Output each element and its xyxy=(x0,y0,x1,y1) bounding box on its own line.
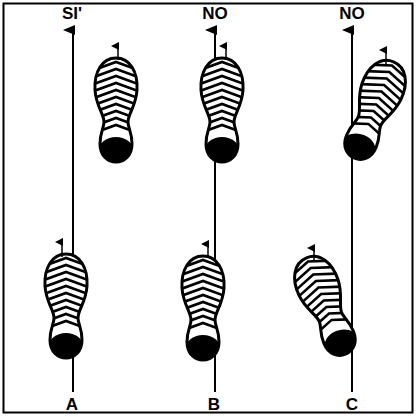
footprint xyxy=(200,58,244,163)
footprint xyxy=(334,54,414,168)
footprint xyxy=(286,250,366,364)
case-letter: B xyxy=(208,396,220,413)
case-letter: C xyxy=(346,396,358,413)
footprint xyxy=(94,58,138,163)
verdict-label: NO xyxy=(339,5,365,22)
verdict-label: NO xyxy=(202,5,228,22)
footprint xyxy=(181,256,225,361)
frame xyxy=(4,4,413,413)
case-letter: A xyxy=(66,396,78,413)
direction-arrow xyxy=(62,46,386,262)
footprint xyxy=(44,254,88,359)
verdict-label: SI' xyxy=(62,5,82,22)
